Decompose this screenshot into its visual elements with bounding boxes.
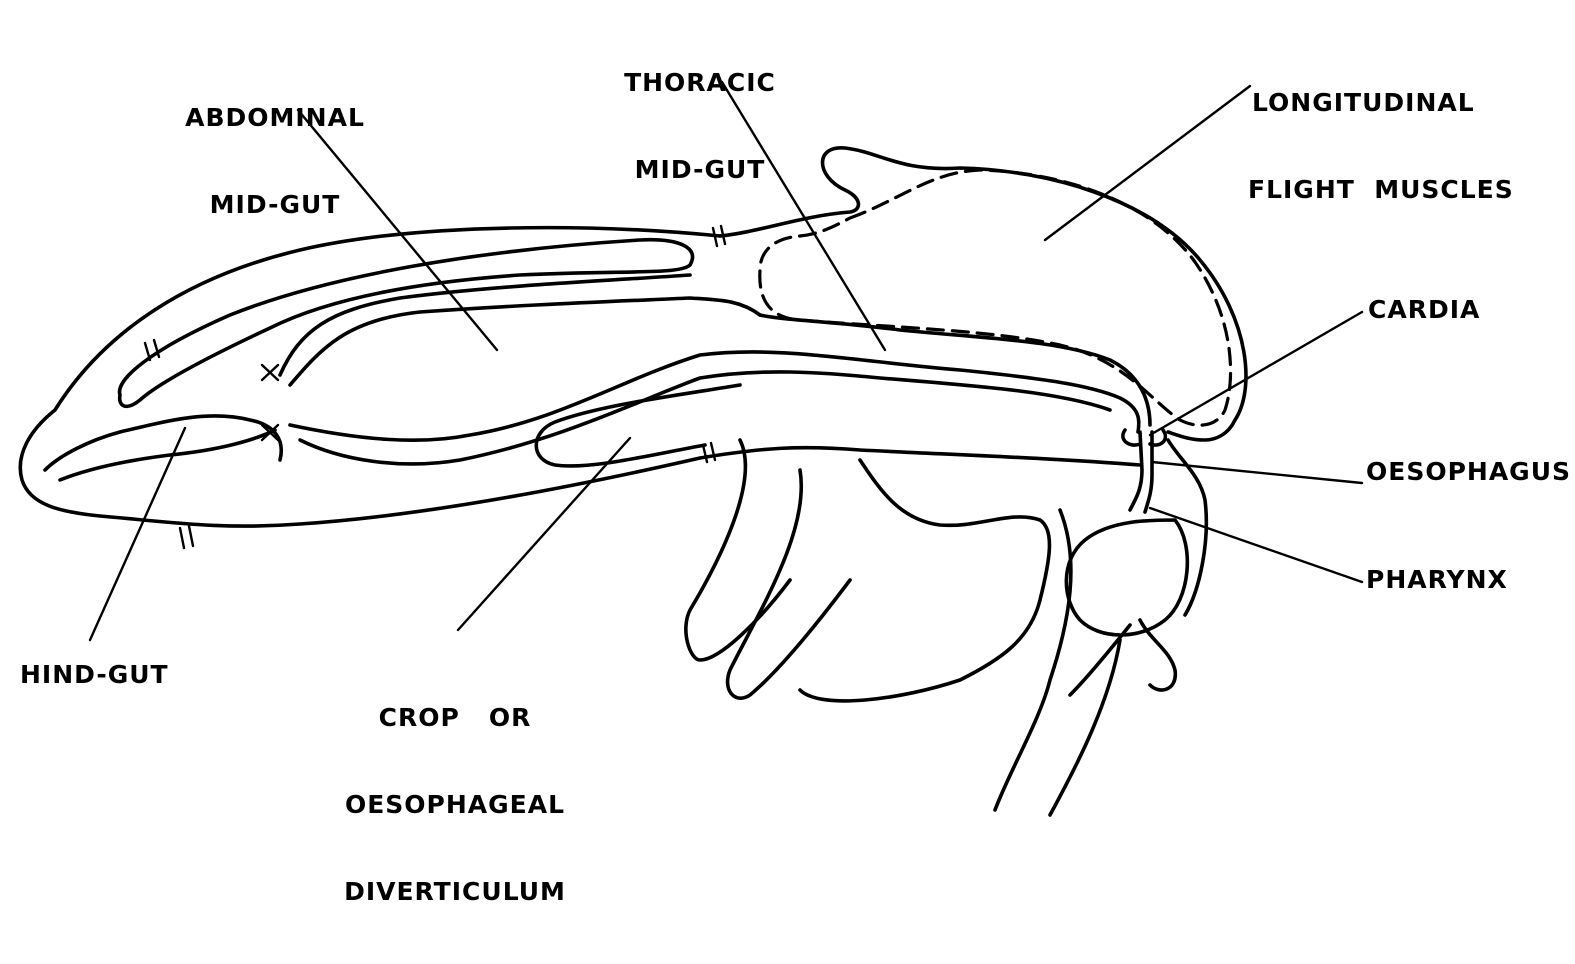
label-thoracic-midgut-line2: MID-GUT — [600, 155, 800, 184]
midgut-strand-2 — [290, 298, 760, 385]
label-thoracic-midgut: THORACIC MID-GUT — [600, 10, 800, 242]
label-crop-line2: OESOPHAGEAL — [340, 790, 570, 819]
label-crop-line3: DIVERTICULUM — [340, 877, 570, 906]
leader-oesophagus — [1152, 462, 1362, 483]
leader-cardia — [1150, 312, 1362, 435]
label-oesophagus: OESOPHAGUS — [1366, 457, 1571, 486]
thoracic-midgut-tube — [290, 352, 1139, 440]
label-flight-muscles-line2: FLIGHT MUSCLES — [1248, 175, 1514, 204]
proboscis — [1140, 620, 1175, 690]
hindgut-tube-lower — [60, 430, 275, 480]
head-outline — [1066, 520, 1187, 635]
label-flight-muscles-line1: LONGITUDINAL — [1248, 88, 1514, 117]
label-abdominal-midgut-line1: ABDOMINAL — [180, 103, 370, 132]
crop-outline — [536, 385, 740, 466]
leg-1 — [686, 440, 790, 660]
leg-4 — [995, 510, 1071, 810]
insect-gut-diagram: ABDOMINAL MID-GUT THORACIC MID-GUT LONGI… — [0, 0, 1575, 826]
label-cardia: CARDIA — [1368, 295, 1480, 324]
leg-3 — [800, 460, 1049, 701]
palp — [1070, 625, 1130, 695]
leg-5 — [1050, 640, 1120, 815]
label-hindgut: HIND-GUT — [20, 660, 169, 689]
cardia-valve — [1123, 430, 1165, 445]
label-abdominal-midgut-line2: MID-GUT — [180, 190, 370, 219]
label-pharynx: PHARYNX — [1366, 565, 1508, 594]
midgut-strand-1 — [280, 275, 690, 375]
label-abdominal-midgut: ABDOMINAL MID-GUT — [180, 45, 370, 277]
label-thoracic-midgut-line1: THORACIC — [600, 68, 800, 97]
leader-pharynx — [1150, 508, 1362, 582]
leader-crop — [458, 438, 630, 630]
label-flight-muscles: LONGITUDINAL FLIGHT MUSCLES — [1248, 30, 1514, 262]
label-crop-line1: CROP OR — [340, 703, 570, 732]
label-crop: CROP OR OESOPHAGEAL DIVERTICULUM — [340, 645, 570, 964]
